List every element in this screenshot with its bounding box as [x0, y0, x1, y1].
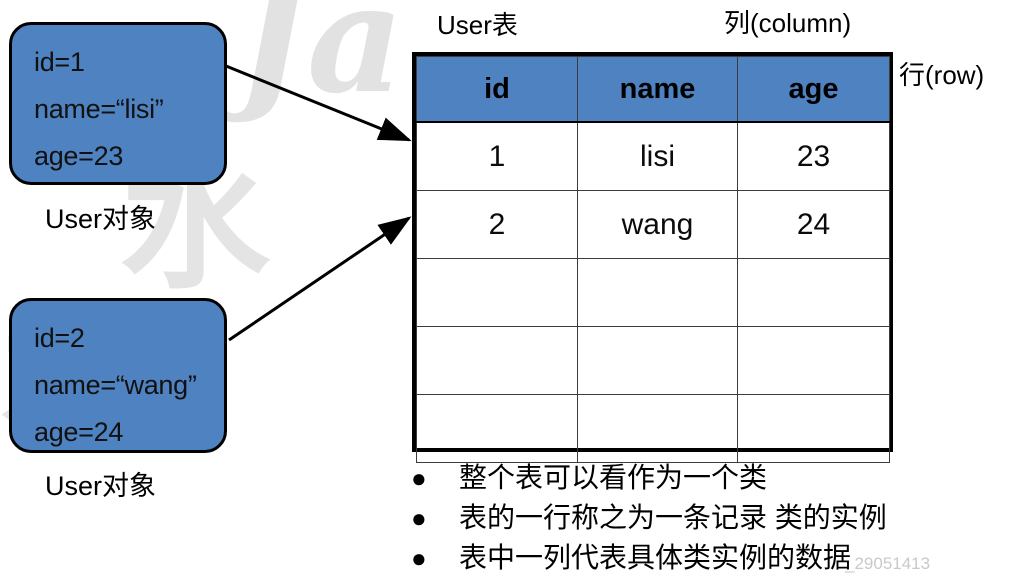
table-name-label: User表: [437, 10, 518, 40]
object-field-id: id=2: [34, 323, 85, 353]
user-table-container: id name age 1 lisi 23 2 wang 24: [412, 52, 893, 463]
table-cell-id: 1: [416, 121, 578, 191]
table-cell-name: [577, 326, 738, 395]
mapping-arrow-object1-to-row1: [225, 64, 412, 142]
user-object-caption-2: User对象: [45, 471, 157, 501]
table-cell-name: [577, 394, 738, 463]
object-field-age: age=23: [34, 141, 124, 171]
user-object-box-1: id=1 name=“lisi” age=23: [9, 22, 227, 185]
table-cell-age: [737, 394, 890, 463]
table-cell-name: lisi: [577, 121, 738, 191]
bullet-icon: ●: [411, 543, 427, 573]
table-row-empty: [416, 394, 890, 463]
mapping-arrow-object2-to-row2: [228, 216, 412, 342]
list-item: ● 整个表可以看作为一个类: [407, 460, 1014, 500]
user-object-caption-1: User对象: [45, 204, 157, 234]
row-axis-label: 行(row): [899, 60, 985, 90]
object-field-id: id=1: [34, 47, 85, 77]
user-object-box-2: id=2 name=“wang” age=24: [9, 298, 227, 453]
note-text: 整个表可以看作为一个类: [459, 462, 768, 493]
user-table: id name age 1 lisi 23 2 wang 24: [416, 56, 890, 463]
table-cell-age: 23: [737, 121, 890, 191]
table-header-id: id: [416, 56, 578, 123]
table-cell-name: wang: [577, 190, 738, 259]
table-cell-age: 24: [737, 190, 890, 259]
table-header-name: name: [577, 56, 738, 123]
column-axis-label: 列(column): [724, 8, 852, 38]
table-cell-id: 2: [416, 190, 578, 259]
table-header-age: age: [737, 56, 890, 123]
bullet-icon: ●: [411, 463, 427, 493]
table-cell-name: [577, 258, 738, 327]
table-cell-age: [737, 258, 890, 327]
object-field-name: name=“lisi”: [34, 94, 164, 124]
table-cell-id: [416, 326, 578, 395]
bullet-icon: ●: [411, 503, 427, 533]
object-field-name: name=“wang”: [34, 370, 197, 400]
list-item: ● 表的一行称之为一条记录 类的实例: [407, 500, 1014, 540]
notes-list: ● 整个表可以看作为一个类 ● 表的一行称之为一条记录 类的实例 ● 表中一列代…: [407, 460, 1014, 580]
table-cell-age: [737, 326, 890, 395]
table-header-row: id name age: [416, 56, 890, 123]
object-field-age: age=24: [34, 417, 124, 447]
note-text: 表中一列代表具体类实例的数据: [459, 542, 852, 573]
table-cell-id: [416, 258, 578, 327]
list-item: ● 表中一列代表具体类实例的数据: [407, 540, 1014, 580]
table-row: 1 lisi 23: [416, 121, 890, 191]
table-row-empty: [416, 258, 890, 327]
table-cell-id: [416, 394, 578, 463]
note-text: 表的一行称之为一条记录 类的实例: [459, 502, 887, 533]
table-row: 2 wang 24: [416, 190, 890, 259]
table-row-empty: [416, 326, 890, 395]
